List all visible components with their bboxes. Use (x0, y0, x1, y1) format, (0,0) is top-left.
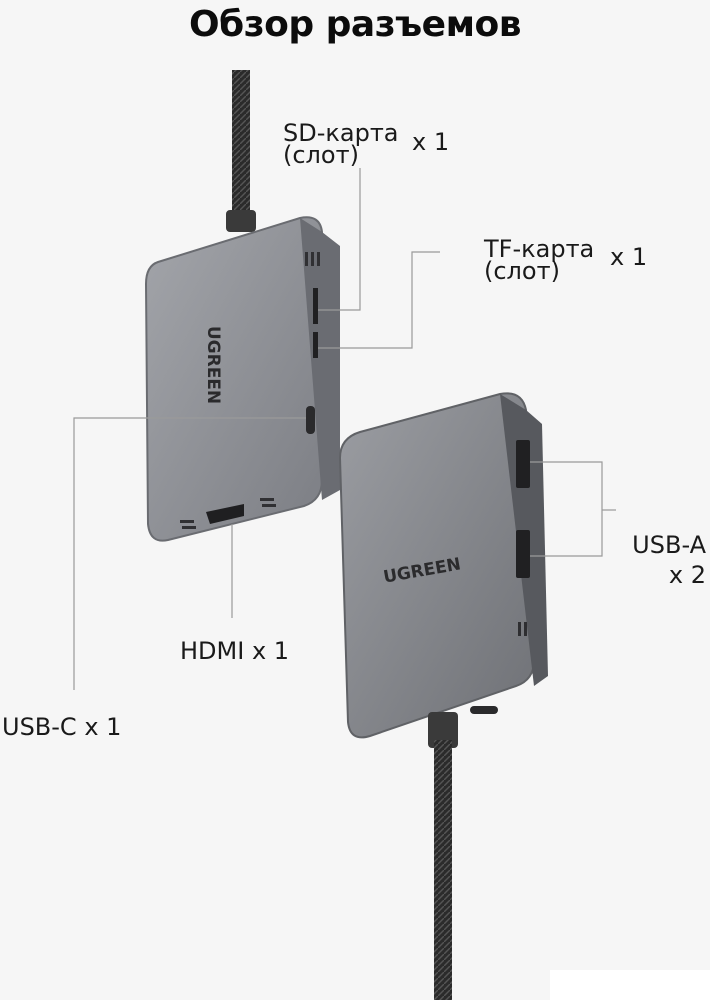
bottom-cable (428, 712, 458, 1000)
leader-lines (73, 168, 616, 690)
brand-logo-back: UGREEN (203, 326, 223, 404)
sd-slot (313, 288, 318, 324)
usb-c-port-front (470, 706, 498, 714)
usba-leader (530, 461, 603, 557)
sd-card-count: x 1 (412, 128, 450, 156)
usb-a-label: USB-A x 2 (632, 531, 706, 589)
usb-a-port-1 (516, 440, 530, 488)
usbc-leader (73, 417, 306, 690)
hdmi-label: HDMI x 1 (180, 637, 290, 665)
tf-slot (313, 332, 318, 358)
usb-a-port-2 (516, 530, 530, 578)
tf-leader (318, 251, 440, 349)
tf-card-label: TF-карта (слот) (484, 235, 595, 285)
corner-patch (550, 970, 710, 1000)
usb-c-label: USB-C x 1 (2, 713, 122, 741)
hub-device-front: UGREEN (338, 392, 548, 739)
sd-card-label: SD-карта (слот) (283, 119, 399, 169)
hub-device-back: UGREEN (144, 216, 340, 542)
page-title: Обзор разъемов (188, 4, 522, 45)
hdmi-port (206, 504, 244, 524)
usb-c-port-back (306, 406, 315, 434)
sd-leader (318, 168, 361, 311)
top-cable (226, 70, 256, 232)
tf-card-count: x 1 (610, 243, 648, 271)
